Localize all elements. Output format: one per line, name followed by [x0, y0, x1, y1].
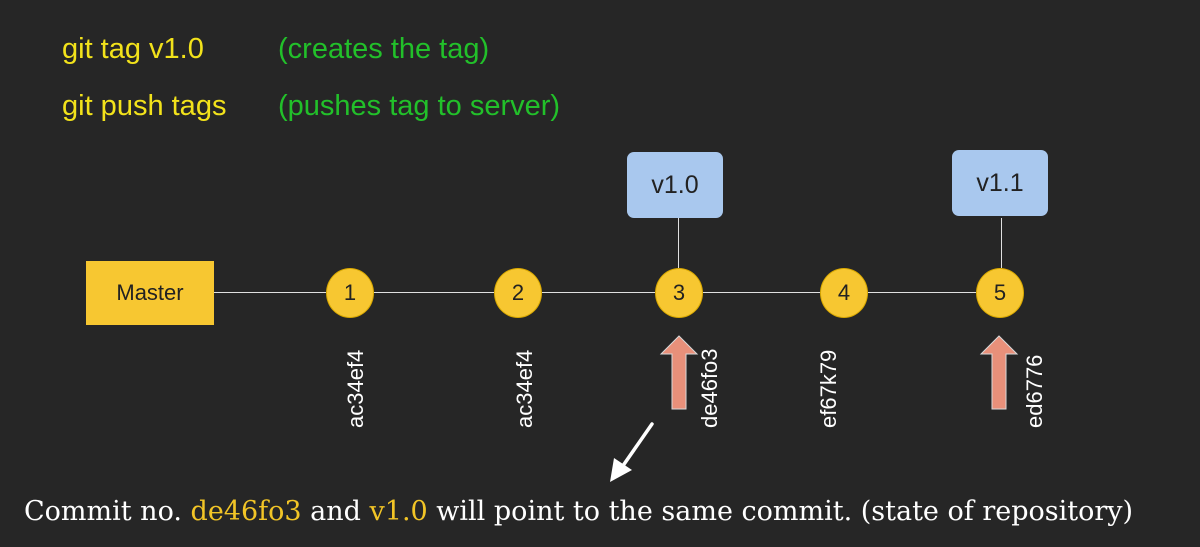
command-note: (creates the tag): [278, 33, 490, 65]
commit-node-2: 2: [494, 268, 542, 318]
pointer-arrow-icon: [610, 422, 654, 482]
footer-tag: v1.0: [369, 496, 428, 527]
commit-node-3: 3: [655, 268, 703, 318]
tag-connector-v1-0: [678, 218, 679, 268]
command-line-tag: git tag v1.0 (creates the tag): [62, 32, 489, 66]
master-branch-box: Master: [86, 261, 214, 325]
footer-text-3: will point to the same commit. (state of…: [427, 496, 1134, 527]
tag-v1-1: v1.1: [952, 150, 1048, 216]
command-text: git tag v1.0: [62, 33, 204, 65]
footer-hash: de46fo3: [190, 496, 302, 527]
arrow-up-icon: [979, 335, 1019, 410]
footer-text-1: Commit no.: [24, 496, 191, 527]
footer-caption: Commit no. de46fo3 and v1.0 will point t…: [24, 496, 1133, 527]
tag-connector-v1-1: [1001, 218, 1002, 268]
commit-hash-4: ef67k79: [816, 349, 841, 428]
commit-hash-2: ac34ef4: [512, 349, 537, 428]
branch-line: [213, 292, 1000, 293]
command-line-push: git push tags (pushes tag to server): [62, 89, 560, 123]
commit-node-4: 4: [820, 268, 868, 318]
arrow-up-icon: [659, 335, 699, 410]
footer-text-2: and: [301, 496, 370, 527]
commit-node-1: 1: [326, 268, 374, 318]
commit-hash-5: ed6776: [1022, 354, 1047, 428]
commit-hash-1: ac34ef4: [343, 349, 368, 428]
commit-hash-3: de46fo3: [697, 348, 722, 428]
command-text: git push tags: [62, 90, 227, 122]
tag-v1-0: v1.0: [627, 152, 723, 218]
command-note: (pushes tag to server): [278, 90, 561, 122]
commit-node-5: 5: [976, 268, 1024, 318]
